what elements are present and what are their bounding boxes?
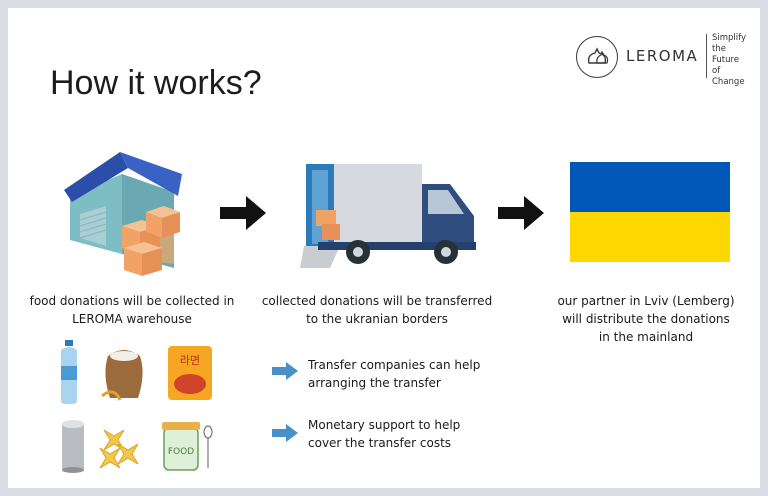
step-caption: food donations will be collected in LERO… (14, 292, 250, 328)
step-caption: our partner in Lviv (Lemberg) will distr… (538, 292, 754, 346)
arrow-right-icon (272, 362, 298, 384)
noodle-pack-label: 라면 (180, 354, 200, 367)
note-text: Transfer companies can help arranging th… (308, 356, 480, 392)
arrow-right-icon (220, 196, 268, 234)
flour-sack-icon (101, 350, 143, 401)
page-title: How it works? (50, 64, 262, 102)
noodle-pack-icon: 라면 (168, 346, 212, 400)
caption-line: our partner in Lviv (Lemberg) (557, 294, 735, 308)
water-bottle-icon (61, 340, 77, 404)
tagline-line: Simplify (712, 33, 747, 43)
note-line: arranging the transfer (308, 376, 441, 390)
slide: LEROMA Simplify the Future of Change How… (8, 8, 760, 488)
tin-can-icon (62, 420, 84, 473)
caption-line: to the ukranian borders (306, 312, 448, 326)
tagline-line: the Future (712, 44, 740, 65)
note-text: Monetary support to help cover the trans… (308, 416, 460, 452)
food-items-row: 라면 (56, 340, 216, 408)
ukraine-flag-icon (570, 162, 730, 266)
delivery-truck-icon (300, 160, 480, 272)
caption-line: collected donations will be transferred (261, 294, 493, 308)
note-line: Monetary support to help (308, 418, 461, 432)
step-caption: collected donations will be transferred … (252, 292, 502, 328)
arrow-right-icon (272, 424, 298, 446)
tagline-line: of Change (712, 66, 745, 87)
leroma-logo: LEROMA Simplify the Future of Change (572, 30, 752, 88)
brand-tagline: Simplify the Future of Change (712, 33, 752, 88)
caption-line: food donations will be collected in (29, 294, 235, 308)
pasta-icon (99, 429, 139, 469)
food-items-row: FOOD (56, 418, 216, 478)
caption-line: will distribute the donations (562, 312, 730, 326)
arrow-right-icon (498, 196, 546, 234)
caption-line: in the mainland (598, 330, 694, 344)
logo-emblem-icon (576, 36, 618, 78)
brand-name: LEROMA (626, 47, 699, 65)
logo-divider (706, 34, 707, 78)
warehouse-icon (62, 144, 192, 286)
note-line: cover the transfer costs (308, 436, 452, 450)
food-jar-icon: FOOD (162, 422, 213, 471)
caption-line: LEROMA warehouse (72, 312, 192, 326)
food-jar-label: FOOD (168, 447, 194, 457)
note-line: Transfer companies can help (308, 358, 481, 372)
